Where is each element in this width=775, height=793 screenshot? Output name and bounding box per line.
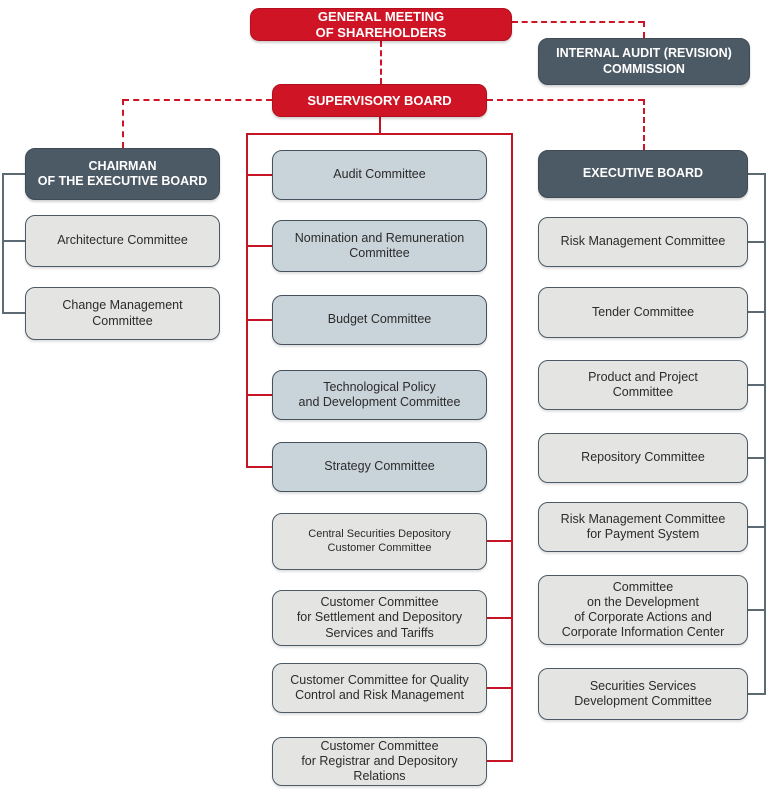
connector-stub-risk-management [747, 241, 766, 243]
connector-stub-settlement [486, 617, 513, 619]
connector-stub-risk-payment [747, 526, 766, 528]
node-technological-policy-committee: Technological Policy and Development Com… [272, 370, 487, 420]
connector-gm-to-internal-audit-v [643, 21, 645, 38]
connector-chairman-spine [2, 173, 4, 314]
connector-left-spine [246, 133, 248, 467]
node-corporate-actions-committee: Committee on the Development of Corporat… [538, 575, 748, 645]
connector-executive-spine [764, 173, 766, 695]
node-risk-payment-committee: Risk Management Committee for Payment Sy… [538, 502, 748, 552]
connector-stub-central-csd [486, 540, 513, 542]
node-central-csd-customer-committee: Central Securities Depository Customer C… [272, 513, 487, 570]
connector-supervisory-stem [379, 117, 381, 133]
connector-stub-technological [246, 394, 273, 396]
connector-supervisory-crossbar [246, 133, 513, 135]
node-nomination-remuneration-committee: Nomination and Remuneration Committee [272, 220, 487, 272]
node-audit-committee: Audit Committee [272, 150, 487, 200]
node-registrar-depository-committee: Customer Committee for Registrar and Dep… [272, 737, 487, 786]
node-repository-committee: Repository Committee [538, 433, 748, 483]
node-risk-management-committee: Risk Management Committee [538, 217, 748, 267]
node-executive-board: EXECUTIVE BOARD [538, 150, 748, 198]
node-strategy-committee: Strategy Committee [272, 442, 487, 492]
connector-supervisory-to-executive-v [643, 99, 645, 150]
node-architecture-committee: Architecture Committee [25, 215, 220, 267]
connector-stub-nomination [246, 245, 273, 247]
connector-stub-chairman [2, 173, 26, 175]
connector-supervisory-to-chairman-v [122, 99, 124, 148]
connector-stub-change-management [2, 312, 26, 314]
connector-gm-to-internal-audit-h [512, 21, 644, 23]
node-general-meeting: GENERAL MEETING OF SHAREHOLDERS [250, 8, 512, 41]
node-chairman-executive-board: CHAIRMAN OF THE EXECUTIVE BOARD [25, 148, 220, 200]
connector-stub-repository [747, 457, 766, 459]
connector-stub-securities-services [747, 693, 766, 695]
node-tender-committee: Tender Committee [538, 287, 748, 338]
node-securities-services-committee: Securities Services Development Committe… [538, 668, 748, 720]
connector-stub-product-project [747, 384, 766, 386]
connector-stub-tender [747, 311, 766, 313]
connector-gm-to-supervisory [380, 41, 382, 84]
node-internal-audit-commission: INTERNAL AUDIT (REVISION) COMMISSION [538, 38, 750, 85]
connector-right-spine [511, 133, 513, 762]
connector-stub-committee-development [747, 609, 766, 611]
connector-supervisory-to-chairman-h [123, 99, 272, 101]
connector-stub-budget [246, 319, 273, 321]
connector-stub-registrar [486, 760, 513, 762]
node-change-management-committee: Change Management Committee [25, 287, 220, 340]
node-product-project-committee: Product and Project Committee [538, 360, 748, 410]
node-quality-risk-committee: Customer Committee for Quality Control a… [272, 663, 487, 713]
connector-stub-architecture [2, 240, 26, 242]
connector-supervisory-to-executive-h [487, 99, 644, 101]
node-supervisory-board: SUPERVISORY BOARD [272, 84, 487, 117]
connector-stub-executive-board [747, 173, 766, 175]
connector-stub-strategy [246, 466, 273, 468]
node-settlement-depository-committee: Customer Committee for Settlement and De… [272, 590, 487, 646]
connector-stub-audit [246, 174, 273, 176]
node-budget-committee: Budget Committee [272, 295, 487, 345]
connector-stub-quality [486, 687, 513, 689]
